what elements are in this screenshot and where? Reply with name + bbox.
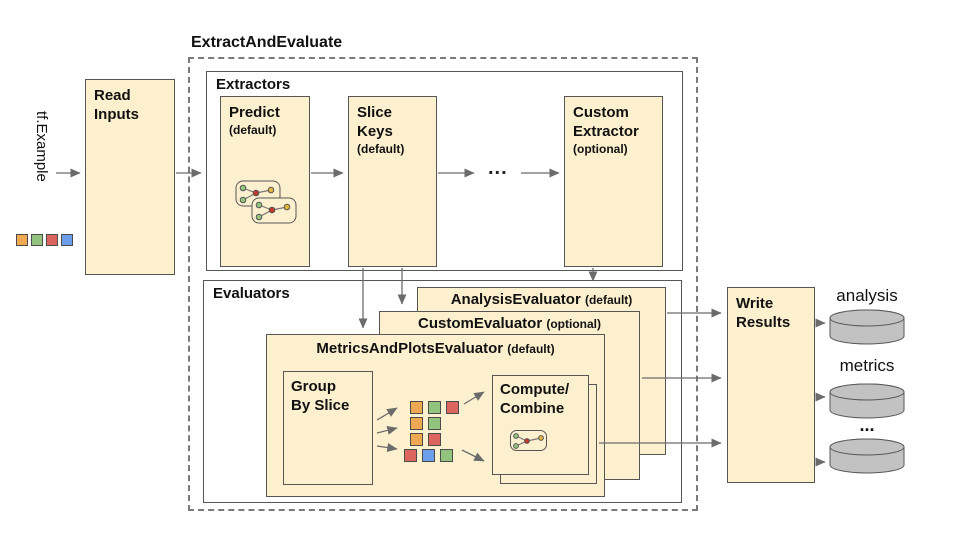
blue-data-square	[61, 234, 73, 246]
green-data-square	[440, 449, 453, 462]
predict-model-graph-icon	[235, 180, 297, 224]
green-data-square	[428, 401, 441, 414]
read-inputs-box: Read Inputs	[85, 79, 175, 275]
custom-extractor-title-line2: Extractor	[573, 122, 639, 140]
compute-combine-box: Compute/ Combine	[492, 375, 589, 475]
group-by-slice-title-line2: By Slice	[291, 396, 350, 414]
write-results-box: Write Results	[727, 287, 815, 483]
analysis-evaluator-title: AnalysisEvaluator	[450, 291, 581, 308]
write-results-title-line2: Results	[736, 313, 791, 331]
custom-extractor-title-line1: Custom	[573, 104, 629, 121]
metrics-database-icon	[829, 383, 905, 419]
red-data-square	[428, 433, 441, 446]
red-data-square	[404, 449, 417, 462]
diagram-title: ExtractAndEvaluate	[191, 34, 343, 51]
slice-squares-row-1	[410, 401, 459, 414]
slice-squares-row-4	[404, 449, 453, 462]
slice-keys-extractor-box: Slice Keys (default)	[348, 96, 437, 267]
group-by-slice-box: Group By Slice	[283, 371, 373, 485]
input-label: tf.Example	[33, 111, 50, 182]
read-inputs-title-line1: Read	[94, 87, 131, 104]
analysis-evaluator-qualifier: (default)	[584, 293, 633, 307]
metrics-and-plots-evaluator-title: MetricsAndPlotsEvaluator	[316, 340, 504, 357]
custom-extractor-qualifier: (optional)	[573, 141, 628, 156]
extractors-label: Extractors	[216, 76, 291, 93]
slice-squares-row-2	[410, 417, 441, 430]
red-data-square	[446, 401, 459, 414]
extractors-container: Extractors	[206, 71, 683, 271]
other-output-database-icon	[829, 438, 905, 474]
compute-combine-title-line2: Combine	[500, 399, 565, 417]
read-inputs-title-line2: Inputs	[94, 105, 139, 123]
green-data-square	[428, 417, 441, 430]
custom-extractor-box: Custom Extractor (optional)	[564, 96, 663, 267]
analysis-database-icon	[829, 309, 905, 345]
input-squares	[16, 234, 73, 246]
orange-data-square	[16, 234, 28, 246]
orange-data-square	[410, 401, 423, 414]
compute-combine-title-line1: Compute/	[500, 381, 570, 398]
red-data-square	[46, 234, 58, 246]
evaluators-label: Evaluators	[213, 285, 290, 302]
output-ellipsis-label: ...	[859, 415, 875, 435]
orange-data-square	[410, 417, 423, 430]
write-results-title-line1: Write	[736, 295, 774, 312]
slice-keys-qualifier: (default)	[357, 141, 405, 156]
evaluators-container: Evaluators	[203, 280, 682, 503]
predict-title: Predict	[229, 104, 280, 121]
blue-data-square	[422, 449, 435, 462]
orange-data-square	[410, 433, 423, 446]
predict-qualifier: (default)	[229, 122, 277, 137]
custom-evaluator-title: CustomEvaluator	[417, 315, 543, 332]
slice-keys-title-line2: Keys	[357, 122, 393, 140]
slice-squares-row-3	[410, 433, 441, 446]
slice-keys-title-line1: Slice	[357, 104, 393, 121]
output-metrics-label: metrics	[839, 356, 895, 375]
output-analysis-label: analysis	[836, 286, 898, 305]
custom-evaluator-qualifier: (optional)	[546, 317, 602, 331]
extract-and-evaluate-container	[188, 57, 698, 511]
metrics-and-plots-evaluator-qualifier: (default)	[507, 342, 555, 356]
extractor-ellipsis: ...	[488, 157, 508, 179]
compute-combine-graph-icon	[510, 430, 547, 451]
group-by-slice-title-line1: Group	[291, 378, 336, 395]
green-data-square	[31, 234, 43, 246]
